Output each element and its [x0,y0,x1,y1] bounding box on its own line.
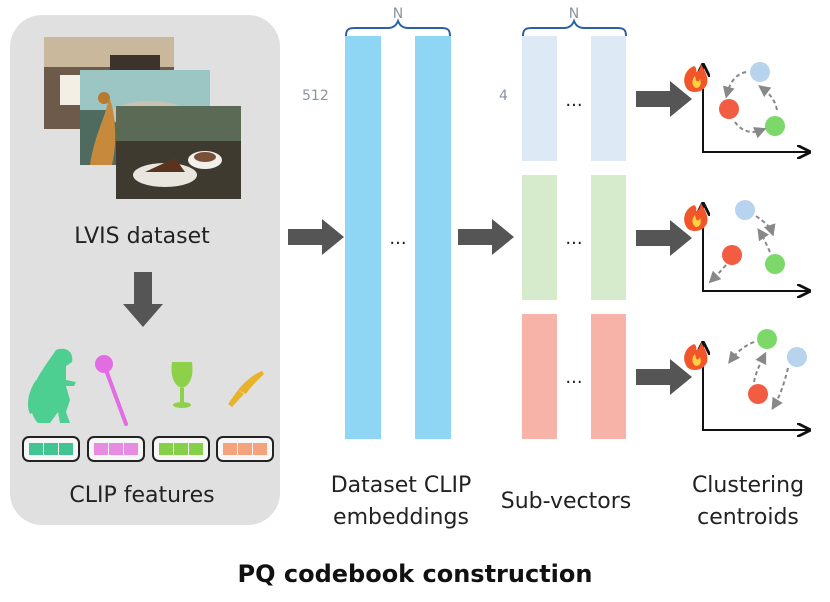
fire-icon [684,203,708,231]
dinosaur-silhouette-icon [28,348,76,423]
down-arrow-icon [123,272,163,327]
centroid-green [765,116,785,136]
embedding-count-brace [345,18,451,37]
photo-cake [116,106,241,199]
dataset-label: LVIS dataset [74,224,210,249]
centroid-blue [787,347,807,367]
centroid-blue [735,200,755,220]
right-arrow-icon [288,219,344,255]
centroid-green [765,254,785,274]
lollipop-silhouette-icon [95,355,128,426]
embedding-count-label: N [393,6,403,22]
embedding-caption-line2: embeddings [333,505,469,530]
subvector-ellipsis-row3: ... [565,367,582,388]
subvector-dim-label: 4 [499,88,508,104]
embedding-bar-first [345,36,381,439]
subvector-green-last [591,175,626,300]
fire-icon [684,342,708,370]
right-arrow-icon [458,219,514,255]
clustering-plot-2 [684,200,808,291]
feature-chip-orange [216,436,274,462]
clustering-plot-3 [684,329,808,430]
knife-silhouette-icon [228,371,264,407]
subvector-ellipsis-row1: ... [565,90,582,111]
centroid-red [719,99,739,119]
right-arrow-icon [636,81,692,117]
lvis-photos [44,37,241,199]
feature-chip-green [22,436,80,462]
wine-glass-silhouette-icon [171,362,193,408]
embedding-bar-last [415,36,451,439]
embedding-ellipsis: ... [389,228,406,249]
subvector-red-first [522,314,557,439]
fire-icon [684,64,708,92]
subvector-count-label: N [569,6,579,22]
subvector-red-last [591,314,626,439]
clustering-plot-1 [684,62,808,152]
subvector-count-brace [522,18,627,37]
clustering-caption-line2: centroids [697,505,799,530]
subvector-blue-first [522,36,557,161]
centroid-green [757,329,777,349]
embedding-dim-label: 512 [302,88,329,104]
right-arrow-icon [636,359,692,395]
diagram-title: PQ codebook construction [238,560,593,588]
centroid-red [722,245,742,265]
right-arrow-icon [636,220,692,256]
embedding-caption-line1: Dataset CLIP [331,473,472,498]
subvector-blue-last [591,36,626,161]
centroid-blue [750,62,770,82]
features-label: CLIP features [69,483,214,508]
subvector-caption: Sub-vectors [501,489,631,514]
subvector-green-first [522,175,557,300]
centroid-red [748,384,768,404]
clustering-caption-line1: Clustering [692,473,804,498]
feature-chip-pink [87,436,145,462]
subvector-ellipsis-row2: ... [565,228,582,249]
feature-chip-lime [152,436,210,462]
